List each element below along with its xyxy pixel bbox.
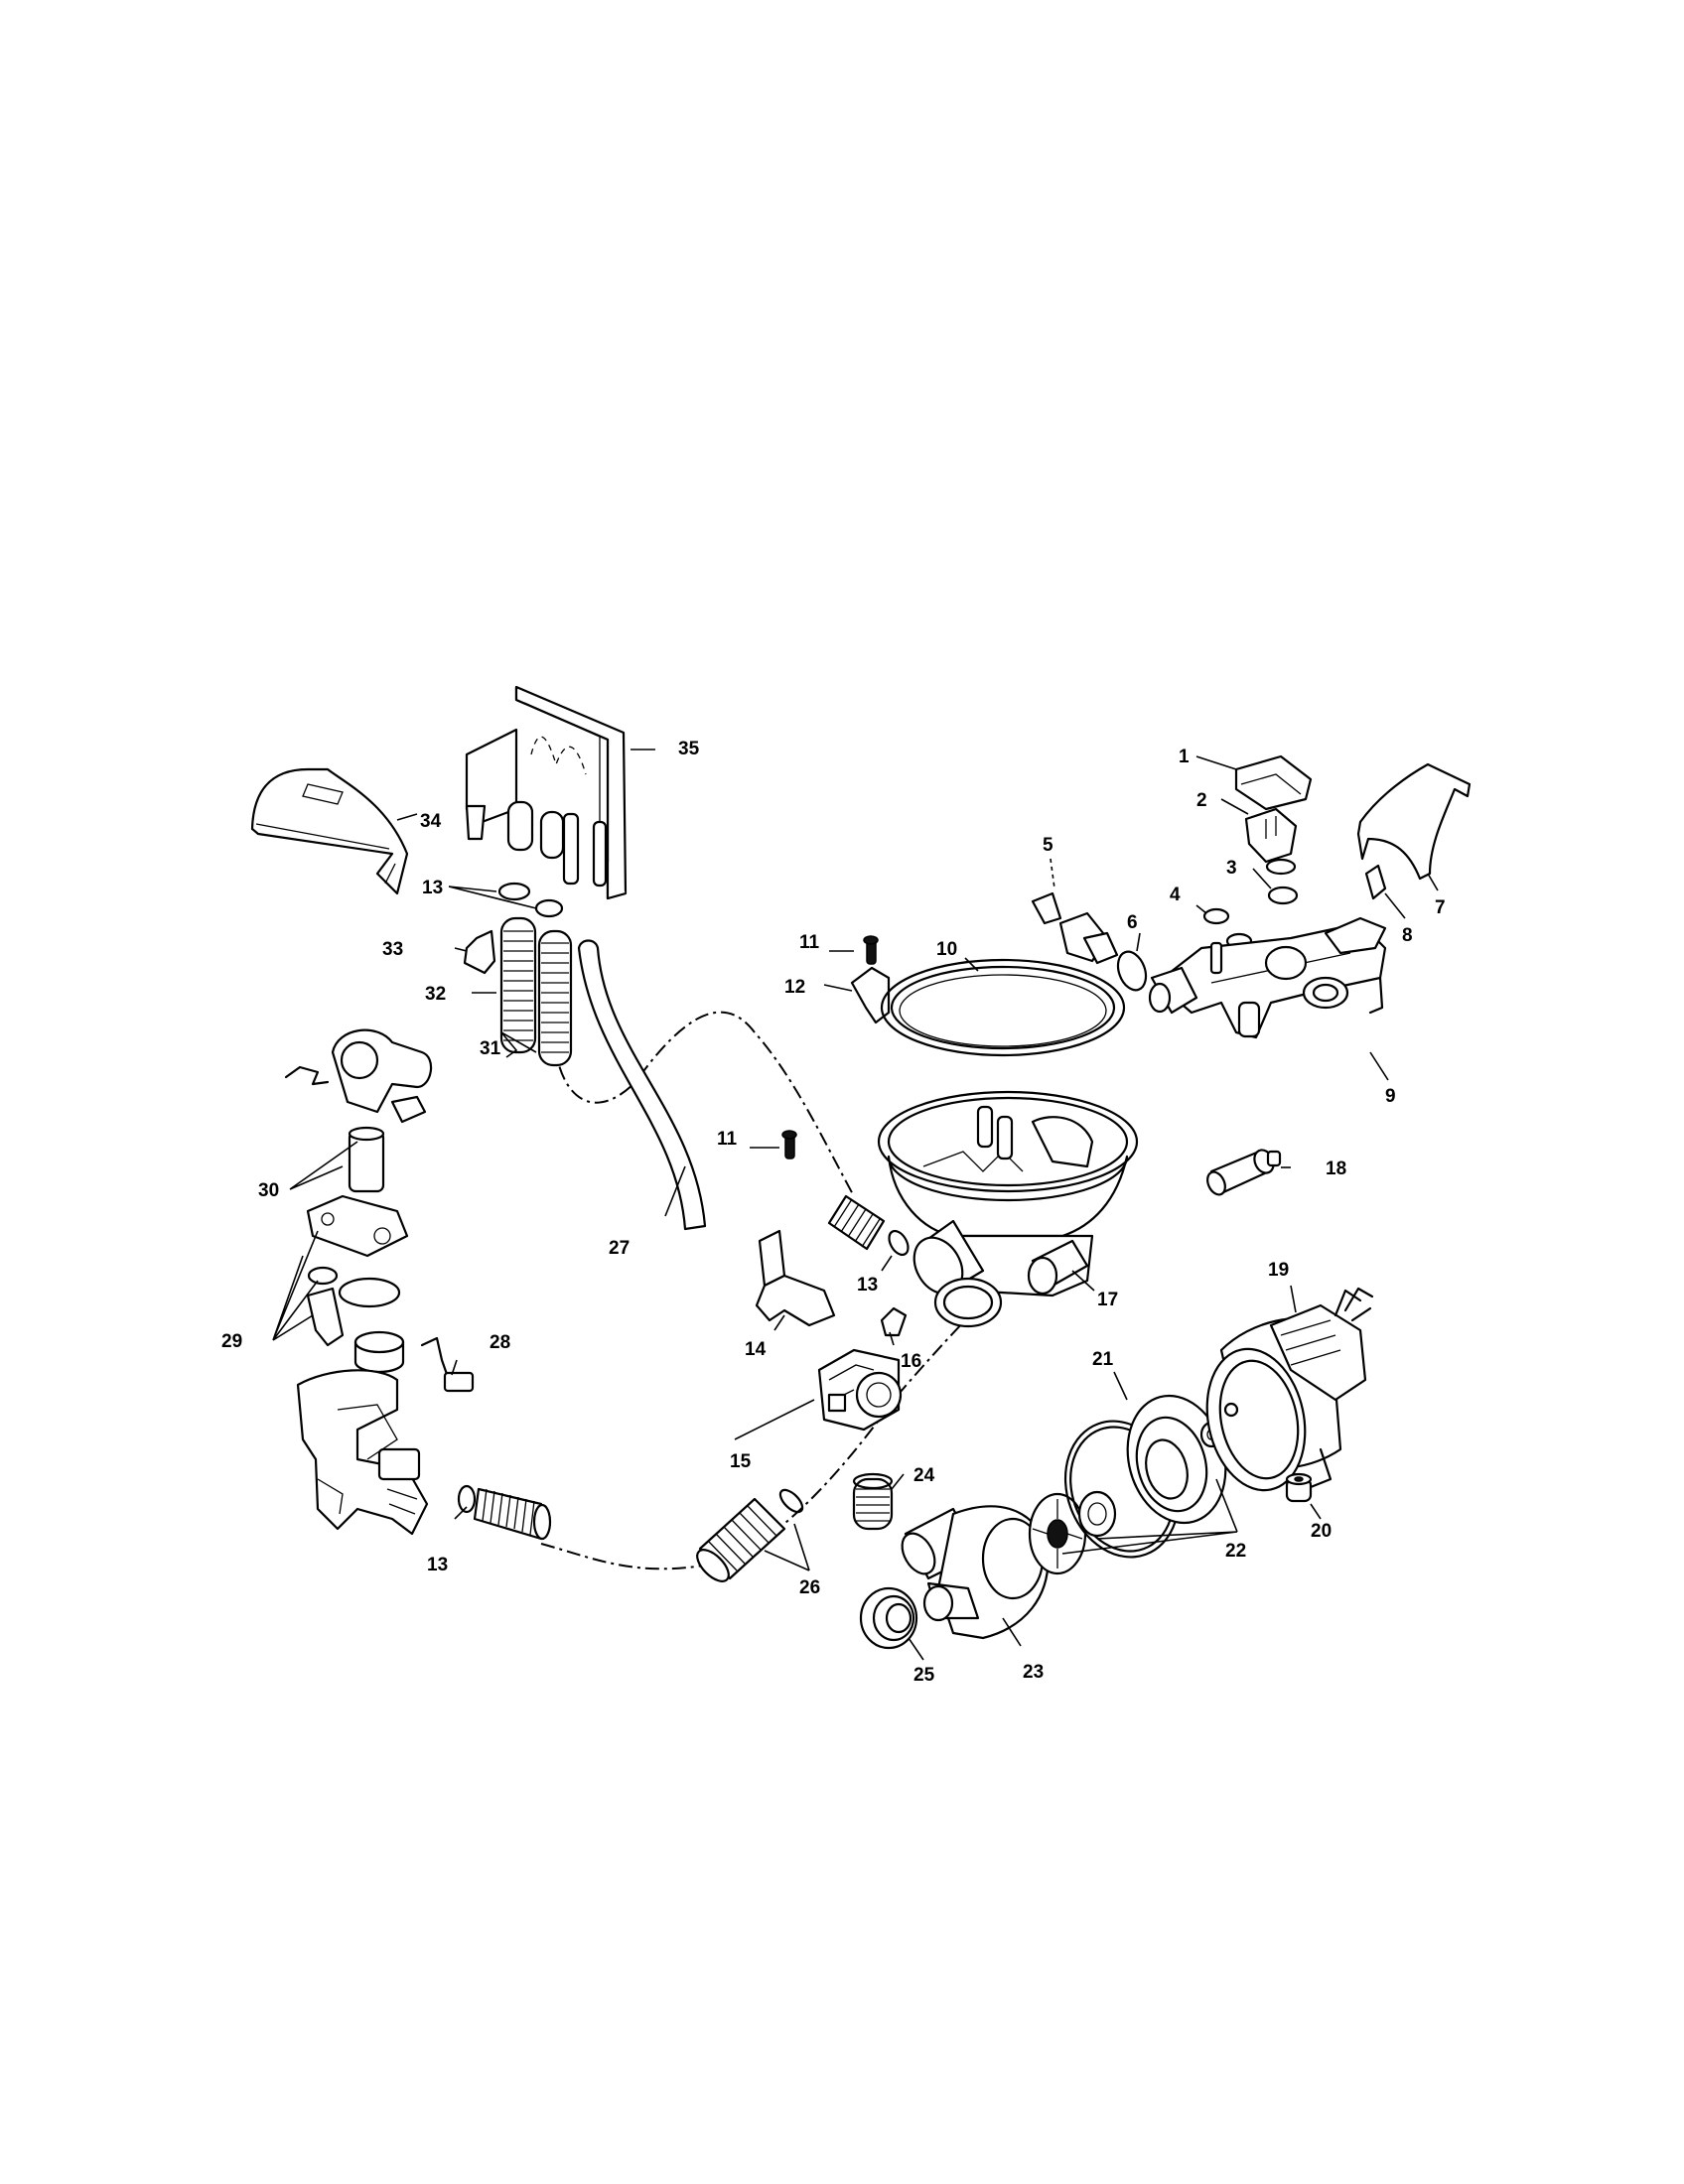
- part-corrugated-hose-middle: [827, 1194, 886, 1251]
- part-30-valve-assembly: [284, 1028, 433, 1193]
- callout-28: 28: [490, 1332, 510, 1353]
- callout-30: 30: [258, 1180, 279, 1201]
- callout-labels: 1 2 3 4 5 6 7 8 9 10 11 11 12 13 13 13 1…: [221, 739, 1446, 1686]
- callout-32: 32: [425, 984, 446, 1005]
- callout-29: 29: [221, 1331, 242, 1352]
- part-4-oring-a: [1202, 907, 1230, 925]
- callout-23: 23: [1023, 1662, 1044, 1683]
- part-32-corrugated-hoses: [499, 916, 573, 1067]
- callout-14: 14: [745, 1339, 767, 1360]
- part-10-ring-seal: [880, 958, 1126, 1057]
- part-28-sensor: [420, 1336, 475, 1393]
- part-13-oring-lower-left: [457, 1484, 477, 1514]
- part-16-clip: [880, 1306, 908, 1337]
- callout-25: 25: [913, 1665, 935, 1686]
- callout-21: 21: [1092, 1349, 1114, 1370]
- callout-2: 2: [1196, 790, 1207, 811]
- part-33-clip: [463, 929, 496, 975]
- callout-11-upper: 11: [799, 932, 820, 953]
- callout-18: 18: [1326, 1159, 1346, 1179]
- part-22-impeller: [1028, 1492, 1087, 1575]
- part-corrugated-hose-lower-left: [473, 1487, 552, 1541]
- part-18-filter-cartridge: [1206, 1149, 1282, 1196]
- flow-path-upper: [553, 1011, 855, 1197]
- part-8-clip: [1364, 864, 1387, 900]
- part-15-drain-pump: [817, 1348, 903, 1432]
- callout-26: 26: [799, 1577, 820, 1598]
- part-9-manifold: [1148, 916, 1387, 1039]
- callout-13-lower: 13: [427, 1555, 448, 1575]
- callout-12: 12: [784, 977, 805, 998]
- callout-7: 7: [1435, 897, 1446, 918]
- part-22-seal-ring: [1063, 1420, 1181, 1559]
- callout-19: 19: [1268, 1260, 1289, 1281]
- callout-35: 35: [678, 739, 700, 759]
- part-7-cover: [1356, 762, 1472, 881]
- callout-34: 34: [420, 811, 442, 832]
- callout-4: 4: [1170, 885, 1181, 905]
- part-20-grommet: [1285, 1472, 1313, 1503]
- part-13-oring-middle: [888, 1229, 910, 1257]
- part-13-oring-upper-right: [534, 898, 564, 918]
- part-34-cover: [250, 767, 409, 895]
- part-12-bracket: [850, 966, 891, 1024]
- part-11-screw-lower: [781, 1130, 797, 1160]
- part-29-seal-set: [306, 1194, 409, 1374]
- callout-31: 31: [480, 1038, 501, 1059]
- callout-3: 3: [1226, 858, 1237, 879]
- callout-5: 5: [1043, 835, 1053, 856]
- callout-22: 22: [1225, 1541, 1246, 1562]
- callout-9: 9: [1385, 1086, 1396, 1107]
- part-35-heater-panel: [465, 685, 628, 900]
- part-24-spring: [852, 1472, 894, 1531]
- part-19-motor: [1205, 1287, 1374, 1492]
- part-14-bracket: [755, 1229, 836, 1327]
- callout-8: 8: [1402, 925, 1413, 946]
- part-13-oring-upper-left: [497, 882, 531, 901]
- part-23-pump-housing: [901, 1505, 1050, 1640]
- callout-33: 33: [382, 939, 403, 960]
- part-2-switch: [1244, 807, 1298, 876]
- part-6-oring: [1116, 950, 1148, 992]
- leader-lines: [272, 749, 1439, 1661]
- callout-24: 24: [913, 1465, 935, 1486]
- part-3-oring: [1267, 886, 1299, 905]
- part-25-grommet: [859, 1586, 918, 1650]
- callout-11-lower: 11: [717, 1129, 738, 1150]
- callout-13-middle: 13: [857, 1275, 878, 1296]
- callout-10: 10: [936, 939, 957, 960]
- part-11-screw-upper: [863, 935, 879, 965]
- callout-20: 20: [1311, 1521, 1332, 1542]
- callout-6: 6: [1127, 912, 1138, 933]
- callout-15: 15: [730, 1451, 752, 1472]
- part-17-sump: [877, 1090, 1139, 1328]
- callout-13-upper: 13: [422, 878, 443, 898]
- part-5-actuator: [1031, 891, 1119, 965]
- part-27-hose: [577, 939, 707, 1231]
- callout-17: 17: [1097, 1290, 1118, 1310]
- callout-16: 16: [901, 1351, 921, 1372]
- callout-27: 27: [609, 1238, 630, 1259]
- part-26-hose-and-oring: [696, 1488, 804, 1582]
- callout-1: 1: [1179, 747, 1190, 767]
- part-valve-body-left: [296, 1369, 429, 1536]
- part-1-cap: [1234, 754, 1313, 811]
